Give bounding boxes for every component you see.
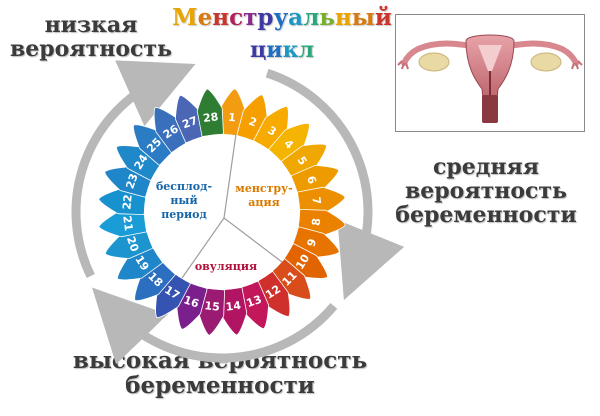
day-petal-15 [198,287,226,336]
day-petal-14 [220,286,248,336]
day-number-20: 20 [124,235,142,254]
day-petal-6 [290,164,340,197]
day-number-21: 21 [120,215,135,232]
ovulation-label-line-1: овуляция [195,260,257,273]
medium-label-line-1: средняя [432,154,540,180]
day-petal-18 [134,258,176,301]
uterus-illustration-icon [397,34,583,123]
low-probability-label: низкая вероятность [6,12,176,62]
inner-circle [144,134,300,290]
title-line-2: цикл [250,36,314,63]
day-petal-27 [174,94,207,144]
day-number-16: 16 [182,293,201,310]
day-petal-1 [218,88,246,137]
phase-divider-2 [223,217,283,263]
medium-probability-label: средняя вероятность беременности [388,154,584,228]
day-number-28: 28 [202,110,219,125]
day-number-7: 7 [309,196,323,205]
day-petal-4 [268,123,310,166]
day-petal-13 [237,280,270,330]
day-number-8: 8 [310,217,324,226]
phase-dividers [181,133,283,279]
day-number-13: 13 [245,293,264,310]
day-petal-25 [133,124,176,166]
day-number-9: 9 [305,237,320,248]
day-number-22: 22 [120,194,135,211]
day-number-2: 2 [247,115,258,130]
day-number-23: 23 [123,172,140,191]
low-label-line-2: вероятность [10,35,172,62]
phase-divider-1 [223,133,237,219]
day-petal-21 [98,210,148,238]
day-petal-11 [268,258,311,300]
medium-label-line-3: беременности [395,201,577,228]
cycle-arrow-icon-right [265,68,405,301]
day-petal-8 [297,208,346,236]
day-number-6: 6 [304,174,319,186]
day-petal-19 [117,243,164,281]
infertile-period-label-line-3: период [161,208,207,221]
day-number-15: 15 [204,299,221,314]
cycle-arrow-icon-left [71,60,196,278]
day-petal-7 [296,186,346,214]
day-number-1: 1 [227,111,236,125]
day-petal-26 [153,107,191,154]
high-label-line-2: беременности [125,371,315,399]
day-petal-20 [104,227,154,260]
menstruation-label-line-2: ация [248,196,280,209]
day-petal-22 [98,188,147,216]
menstruation-label-line-1: менстру- [235,182,292,195]
cycle-arrow-icon-bottom [91,287,338,365]
low-label-line-1: низкая [44,12,138,38]
title-line-1: Менструальный [172,4,392,31]
day-number-27: 27 [181,114,200,131]
medium-label-line-2: вероятность [405,177,567,204]
day-number-14: 14 [225,299,242,314]
day-petal-12 [253,270,291,317]
infertile-period-label-line-2: ный [170,194,197,207]
day-petals [98,88,346,336]
infertile-period-label-line-1: бесплод- [156,180,212,193]
day-petal-5 [280,143,327,181]
diagram-title: Менструальный цикл [172,4,392,64]
day-petal-28 [196,88,224,138]
uterus-illustration-box [395,14,585,132]
phase-divider-3 [181,217,225,279]
cycle-arrows [71,60,405,365]
